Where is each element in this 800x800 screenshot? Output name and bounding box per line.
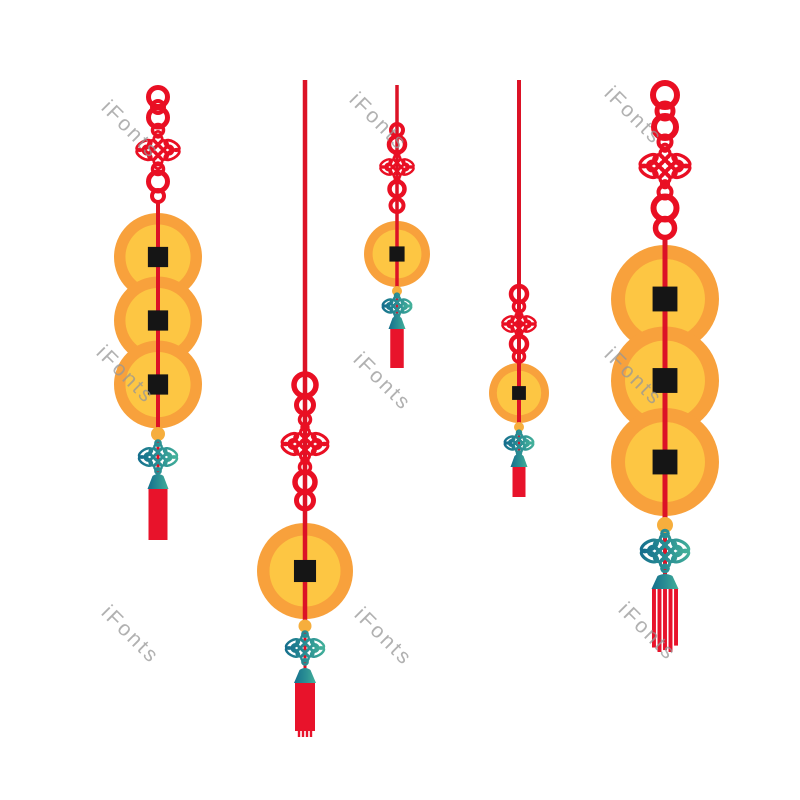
coin-hole [147, 310, 169, 331]
coin-hole [512, 386, 526, 400]
knot [501, 308, 537, 340]
cord [517, 80, 521, 429]
coin-hole [147, 374, 169, 395]
knot [638, 142, 692, 190]
tassel-cap [294, 668, 316, 683]
coin-hole [293, 559, 317, 583]
tassel-cap [510, 454, 528, 467]
tassel-cap [651, 574, 679, 589]
cord-ring [294, 489, 316, 512]
tassel-cap [388, 316, 406, 329]
bead [514, 422, 524, 432]
bead [657, 517, 673, 533]
tassel [652, 588, 678, 652]
cord [156, 438, 160, 480]
ornament-3 [364, 85, 430, 368]
bead [392, 286, 402, 296]
cord-ring [150, 99, 166, 115]
coin-hole [652, 368, 678, 393]
cord [395, 85, 399, 293]
knot [280, 422, 330, 466]
bead [298, 619, 312, 633]
cord-ring [650, 80, 680, 110]
cord-ring [511, 349, 527, 364]
coin-hole [147, 246, 169, 268]
knot [135, 129, 181, 171]
cord-ring [146, 105, 170, 130]
ornament-1 [114, 85, 202, 540]
tassel [512, 467, 526, 497]
cord-ring [651, 113, 679, 141]
cord-ring [652, 215, 678, 241]
cord [517, 429, 521, 460]
knot [379, 151, 415, 183]
cord-ring [387, 179, 407, 199]
tassel [390, 329, 404, 368]
coin-hole [652, 286, 678, 312]
tassel-cap [147, 474, 169, 489]
ornament-5 [611, 80, 719, 652]
tassel [295, 682, 315, 737]
cord-ring [388, 197, 406, 214]
knot [284, 630, 326, 666]
ornament-4 [489, 80, 549, 497]
coin-hole [652, 449, 678, 475]
coin-hole [389, 246, 405, 262]
bead [151, 427, 165, 441]
cord-ring [150, 188, 166, 204]
knot [137, 439, 179, 475]
cord [302, 80, 308, 627]
cord [395, 293, 399, 322]
knot [639, 528, 691, 574]
ornament-2 [257, 80, 353, 737]
tassel [148, 489, 168, 540]
